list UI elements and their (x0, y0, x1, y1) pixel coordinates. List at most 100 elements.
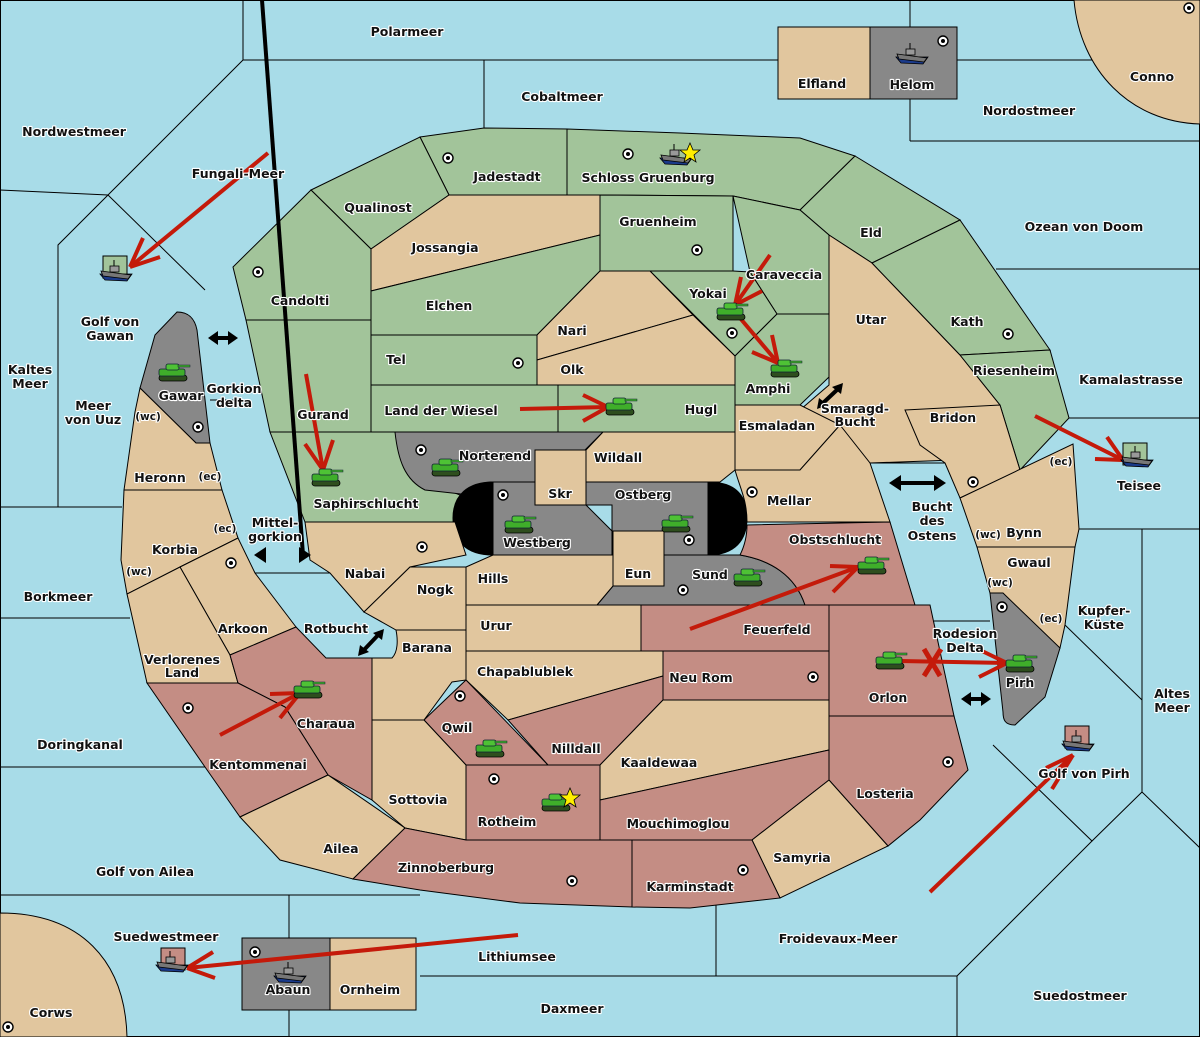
territory-mellar[interactable] (734, 424, 891, 523)
tank-icon[interactable] (1005, 654, 1038, 673)
territory-elfland[interactable] (777, 26, 871, 100)
territory-gwaul[interactable] (976, 546, 1076, 649)
territory-label-gawar: Gawar (159, 388, 205, 403)
sea-label-daxmeer: Daxmeer (540, 1001, 604, 1016)
territory-obstschlucht[interactable] (739, 521, 916, 606)
battleship-icon[interactable] (895, 43, 929, 65)
order-orlon-to-pirh (899, 647, 1008, 679)
supply-center-icon (416, 541, 428, 553)
sea-label-uuz-line1: Meer (75, 398, 111, 413)
tank-icon[interactable] (431, 458, 464, 477)
battleship-icon[interactable] (1120, 446, 1154, 468)
supply-center-icon (497, 489, 509, 501)
territory-label-schloss: Schloss Gruenburg (581, 170, 714, 185)
tank-icon[interactable] (770, 359, 803, 378)
territory-label-korbia: Korbia (152, 542, 198, 557)
sea-border-fungali (107, 194, 206, 291)
territory-label-zinnoberburg: Zinnoberburg (398, 860, 494, 875)
sea-label-rodesion-line2: Delta (946, 640, 984, 655)
territory-label-amphi: Amphi (746, 381, 791, 396)
territory-label-heronn: Heronn (134, 470, 186, 485)
sea-label-kaltes-line2: Meer (12, 376, 48, 391)
territory-gruenheim[interactable] (599, 194, 734, 272)
order-fungali-to-gawan (128, 151, 270, 269)
territory-label-gurand: Gurand (297, 407, 349, 422)
order-froidevaux-to-golfpirh (928, 753, 1075, 894)
tank-icon[interactable] (733, 568, 766, 587)
tank-icon[interactable] (857, 556, 890, 575)
supply-center-icon (691, 244, 703, 256)
sea-label-altesmeer-line1: Altes (1154, 686, 1190, 701)
territory-label-ailea: Ailea (323, 841, 358, 856)
sea-label-cobaltmeer: Cobaltmeer (521, 89, 603, 104)
supply-center-icon (2, 1021, 14, 1033)
strait-arrow-rotbucht (358, 629, 384, 656)
supply-center-icon (937, 35, 949, 47)
tank-icon[interactable] (661, 514, 694, 533)
territory-karminstadt[interactable] (631, 839, 781, 909)
territory-label-nabai: Nabai (345, 566, 386, 581)
territory-label-karminstadt: Karminstadt (646, 879, 733, 894)
sea-label-suedostmeer: Suedostmeer (1033, 988, 1127, 1003)
territory-barana[interactable] (371, 629, 467, 721)
territory-label-obstschlucht: Obstschlucht (789, 532, 881, 547)
battleship-icon[interactable] (273, 962, 307, 984)
territory-label-charaua: Charaua (297, 716, 355, 731)
sea-label-gorkion-line1: Gorkion (206, 381, 261, 396)
tank-icon[interactable] (293, 680, 326, 699)
supply-center-icon (225, 557, 237, 569)
supply-center-icon (249, 946, 261, 958)
supply-center-icon (807, 671, 819, 683)
territory-label-nilldall: Nilldall (551, 741, 600, 756)
territory-conno[interactable] (1073, 0, 1200, 125)
supply-center-icon (442, 152, 454, 164)
territory-label-chapablublek: Chapablublek (477, 664, 574, 679)
territory-label-bridon: Bridon (930, 410, 976, 425)
impassable-west (452, 481, 494, 556)
sea-label-doringkanal: Doringkanal (37, 737, 123, 752)
sea-label-gorkion-line2: delta (216, 395, 252, 410)
territory-corws[interactable] (0, 912, 128, 1037)
supply-center-icon (942, 756, 954, 768)
strait-arrow-rodesion (961, 692, 991, 706)
battleship-icon[interactable] (1061, 730, 1095, 752)
territory-label-orlon: Orlon (869, 690, 908, 705)
tank-icon[interactable] (311, 468, 344, 487)
supply-center-icon (182, 702, 194, 714)
territory-label-esmaladan: Esmaladan (739, 418, 815, 433)
supply-center-icon (622, 148, 634, 160)
battleship-icon[interactable] (659, 144, 693, 166)
tank-icon[interactable] (716, 302, 749, 321)
sea-border-kupfer (1064, 624, 1143, 701)
territory-bynn[interactable] (959, 443, 1080, 548)
supply-center-icon (746, 486, 758, 498)
order-riesenheim-to-teisee (1034, 414, 1125, 462)
territory-label-ornheim: Ornheim (340, 982, 400, 997)
sea-label-kamala: Kamalastrasse (1079, 372, 1183, 387)
territory-label-verlorenes-line2: Land (165, 665, 199, 680)
supply-center-icon (1002, 328, 1014, 340)
territory-label-qualinost: Qualinost (344, 200, 411, 215)
sea-label-gawan-line2: Gawan (86, 328, 134, 343)
tank-icon[interactable] (875, 651, 908, 670)
tank-icon[interactable] (605, 397, 638, 416)
territory-label-verlorenes-line1: Verlorenes (144, 652, 220, 667)
order-yokai-to-amphi (738, 316, 780, 365)
territory-label-elchen: Elchen (426, 298, 473, 313)
sea-label-smaragd-line1: Smaragd- (821, 401, 889, 416)
territory-riesenheim[interactable] (959, 349, 1070, 471)
sea-label-gawan-line1: Golf von (81, 314, 140, 329)
battleship-icon[interactable] (155, 951, 189, 973)
territory-label-samyria: Samyria (773, 850, 831, 865)
territory-label-wildall: Wildall (594, 450, 642, 465)
tank-icon[interactable] (504, 515, 537, 534)
territory-label-gwaul: Gwaul (1007, 555, 1050, 570)
territory-label-norterend: Norterend (459, 448, 531, 463)
sea-label-polarmeer: Polarmeer (371, 24, 445, 39)
sea-label-buchtostens-line2: des (920, 513, 945, 528)
territory-label-sund: Sund (692, 567, 728, 582)
tank-icon[interactable] (475, 739, 508, 758)
battleship-icon[interactable] (99, 260, 133, 282)
tank-icon[interactable] (158, 363, 191, 382)
